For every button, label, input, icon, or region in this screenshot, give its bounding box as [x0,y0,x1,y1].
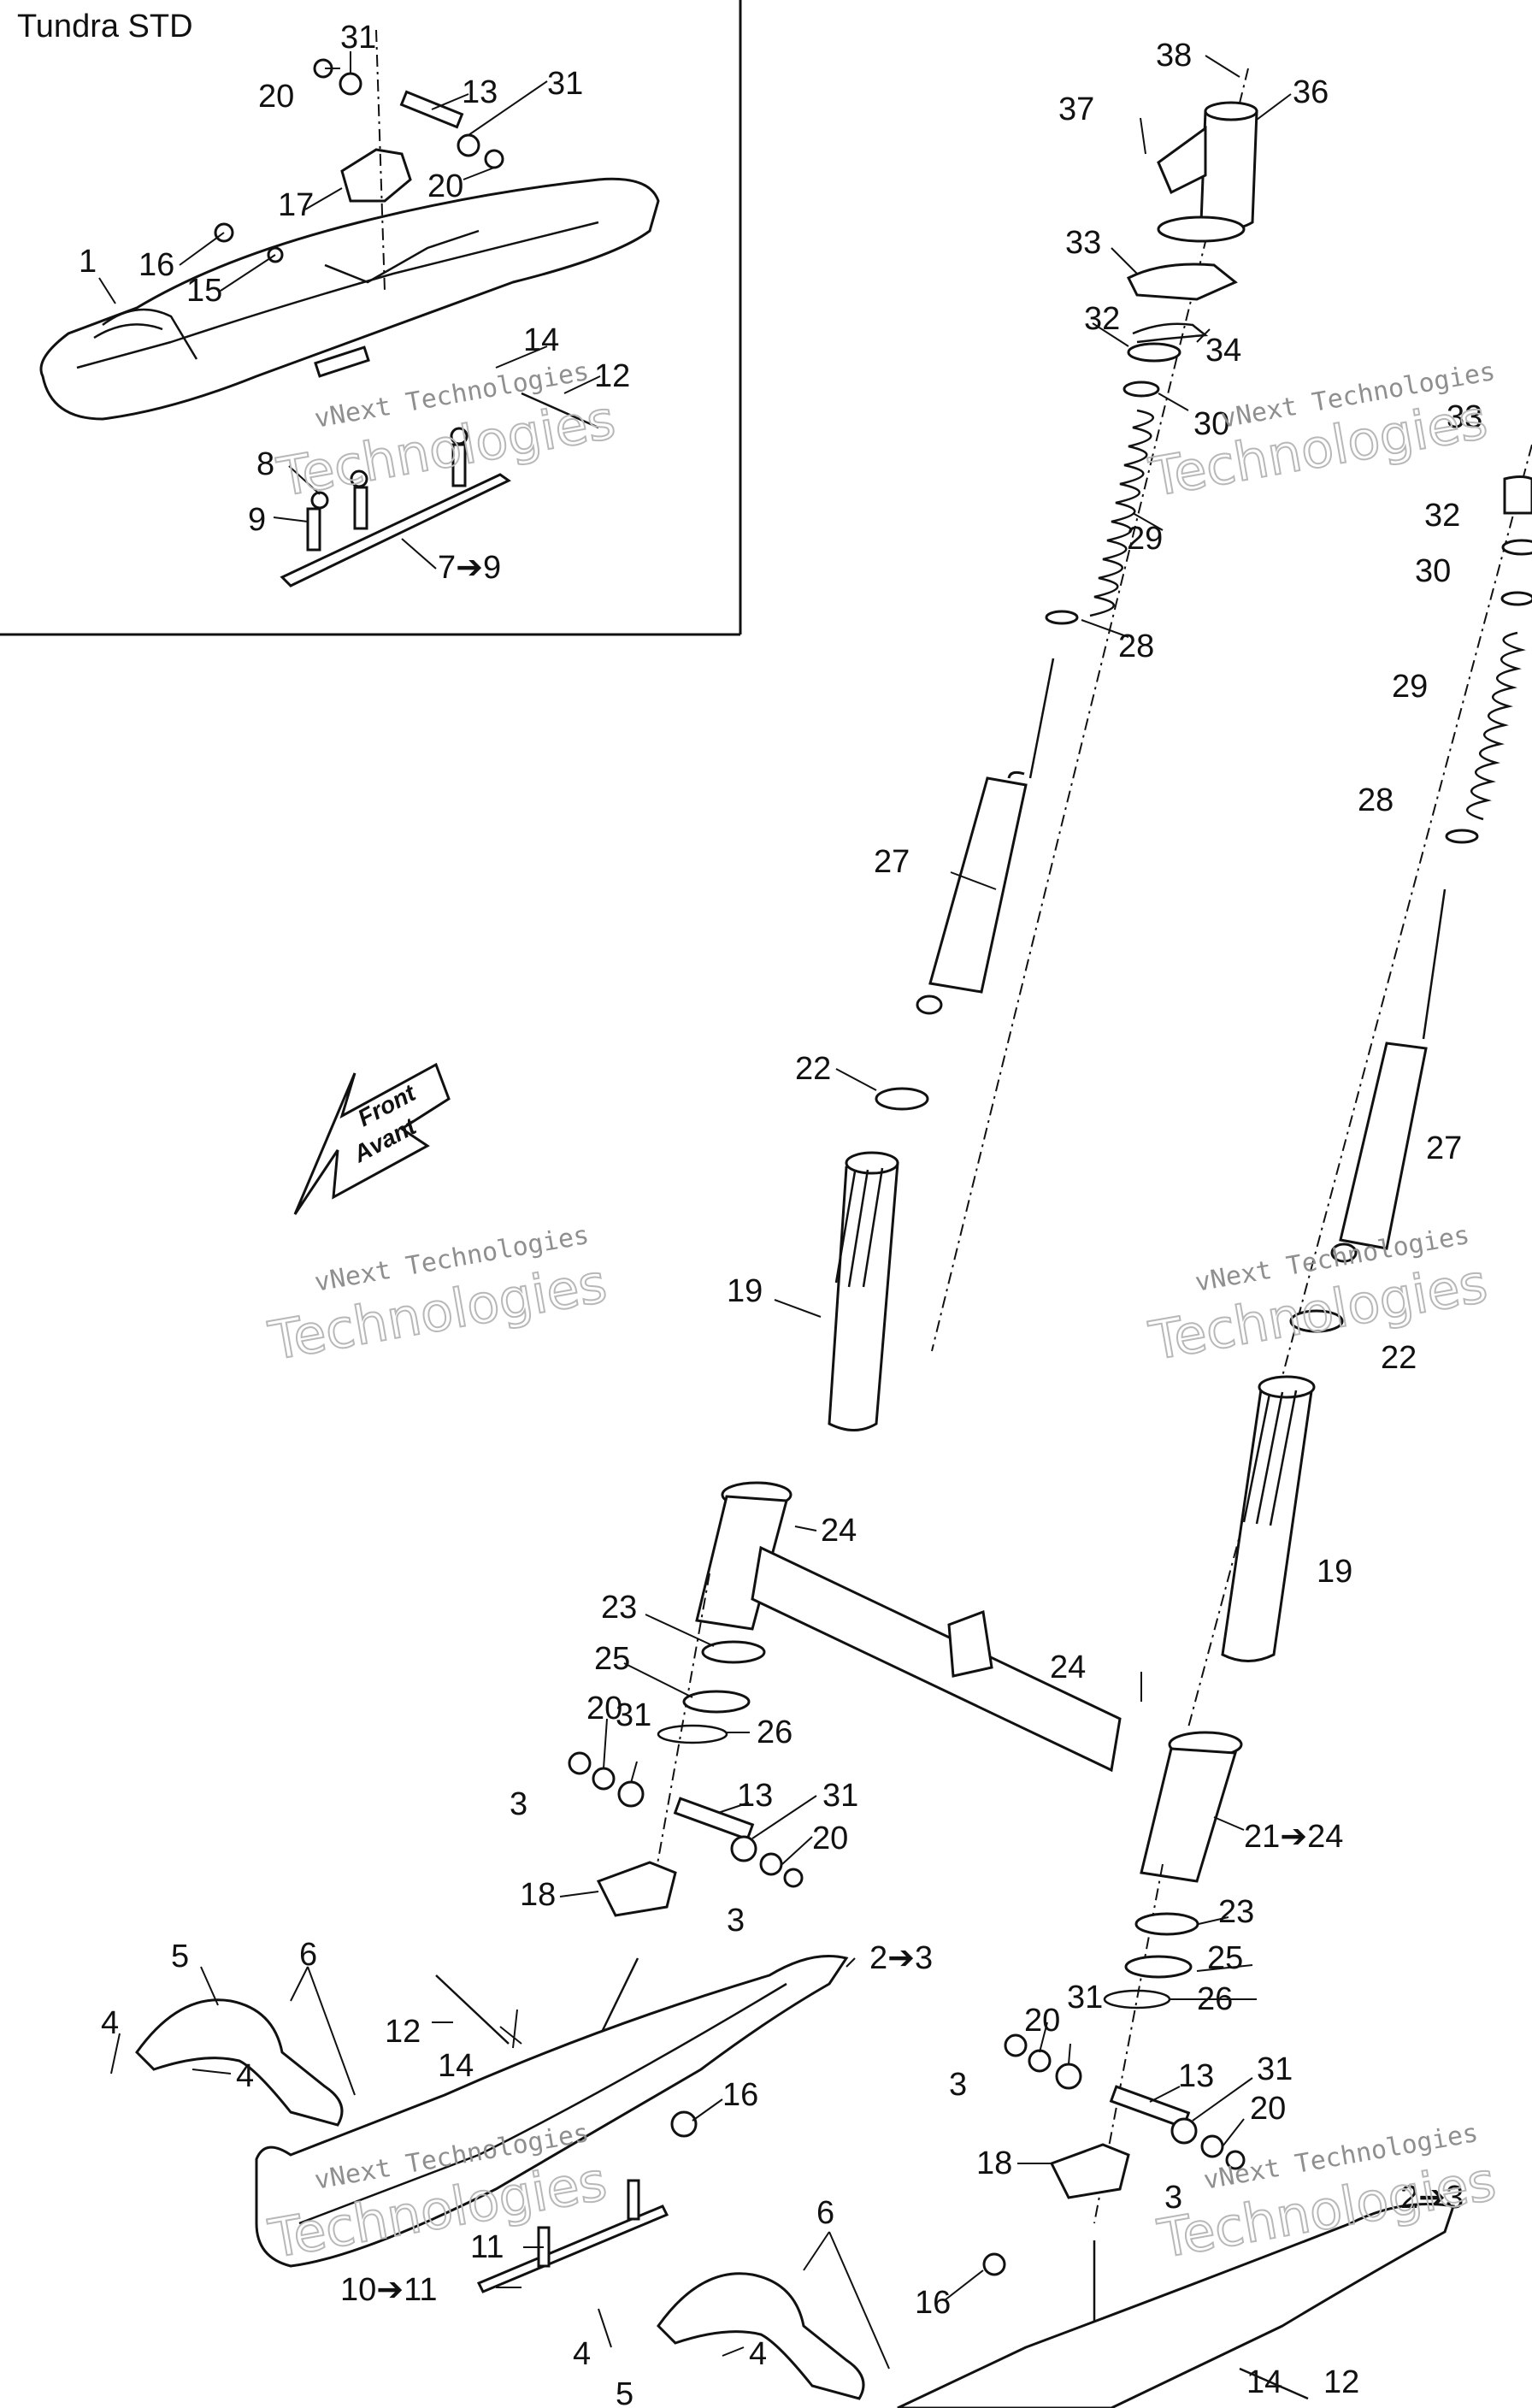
callout: 33 [1447,399,1482,435]
callout: 15 [186,273,222,309]
callout: 27 [1426,1130,1462,1166]
callout: 12 [594,358,630,394]
callout: 38 [1156,38,1192,74]
callout: 12 [385,2014,421,2050]
callout: 4 [236,2058,254,2094]
callout: 16 [722,2077,758,2113]
callout: 37 [1058,91,1094,127]
callout: 20 [258,79,294,115]
cross-frame-drawing [649,1481,1243,2224]
callout: 18 [976,2145,1012,2181]
callout: 12 [1323,2364,1359,2400]
callout: 13 [1178,2058,1214,2094]
callout: 14 [1246,2364,1282,2400]
inset-frame [0,0,742,636]
front-direction-arrow: Front Avant [293,1062,451,1215]
callout: 25 [1207,1940,1243,1976]
callout: 13 [462,74,498,110]
callout: 19 [1317,1554,1352,1590]
callout: 13 [737,1778,773,1814]
callout: 17 [278,187,314,223]
callout: 5 [171,1939,189,1974]
left-ski-drawing [135,1640,849,2293]
callout: 24 [1050,1650,1086,1685]
callout: 7➔9 [438,550,501,586]
callout: 31 [547,66,583,102]
callout: 2➔3 [869,1940,933,1976]
callout: 6 [299,1937,317,1973]
callout: 11 [470,2229,504,2265]
callout: 3 [727,1903,745,1939]
callout: 4 [749,2336,767,2372]
callout: 3 [1164,2180,1182,2216]
callout: 23 [1218,1894,1254,1930]
callout: 14 [438,2048,474,2084]
callout: 19 [727,1273,763,1309]
callout: 21➔24 [1244,1819,1343,1855]
callout: 34 [1205,333,1241,369]
callout: 31 [822,1778,858,1814]
callout: 25 [594,1641,630,1677]
left-strut-drawing [828,68,1258,1431]
callout: 32 [1424,498,1460,534]
callout: 26 [757,1715,793,1750]
callout: 32 [1084,301,1120,337]
callout: 24 [821,1513,857,1549]
callout: 18 [520,1877,556,1913]
callout: 29 [1392,669,1428,705]
callout: 31 [1067,1980,1103,2016]
inset-leaders [98,51,601,570]
callout: 9 [248,502,266,538]
callout: 4 [101,2005,119,2041]
callout: 10➔11 [340,2272,438,2308]
inset-ski-drawing [39,29,660,587]
callout: 3 [949,2067,967,2103]
callout: 31 [1257,2051,1293,2087]
callout: 20 [1250,2091,1286,2127]
callout: 30 [1193,406,1229,442]
callout: 16 [138,247,174,283]
callout: 20 [586,1691,622,1726]
callout: 36 [1293,74,1329,110]
callout: 29 [1127,521,1163,557]
callout: 28 [1118,629,1154,664]
main-leaders [110,55,1292,2370]
callout: 22 [795,1051,831,1087]
callout: 20 [1024,2003,1060,2039]
callout: 27 [874,844,910,880]
callout: 23 [601,1590,637,1626]
callout: 30 [1415,553,1451,589]
inset-title: Tundra STD [17,9,193,44]
callout: 28 [1358,782,1394,818]
right-strut-drawing [1187,444,1532,1728]
callout: 3 [510,1786,527,1822]
callout: 33 [1065,225,1101,261]
callout: 22 [1381,1340,1417,1376]
callout: 14 [523,322,559,358]
callout: 20 [812,1821,848,1856]
callout: 5 [616,2376,633,2408]
inset-callouts: 1 7➔9 8 9 12 13 14 15 16 17 20 20 31 31 [79,20,630,586]
callout: 8 [256,446,274,482]
main-callouts: 2➔3 2➔3 3 3 3 3 4 4 4 4 5 5 6 6 10➔11 11… [101,38,1482,2408]
callout: 6 [816,2195,834,2231]
callout: 4 [573,2336,591,2372]
callout: 31 [340,20,376,56]
callout: 20 [427,168,463,204]
callout: 31 [616,1697,651,1733]
callout: 26 [1197,1981,1233,2017]
right-ski-drawing [657,1912,1455,2408]
callout: 16 [915,2285,951,2321]
callout: 2➔3 [1400,2180,1464,2216]
callout: 1 [79,244,97,280]
